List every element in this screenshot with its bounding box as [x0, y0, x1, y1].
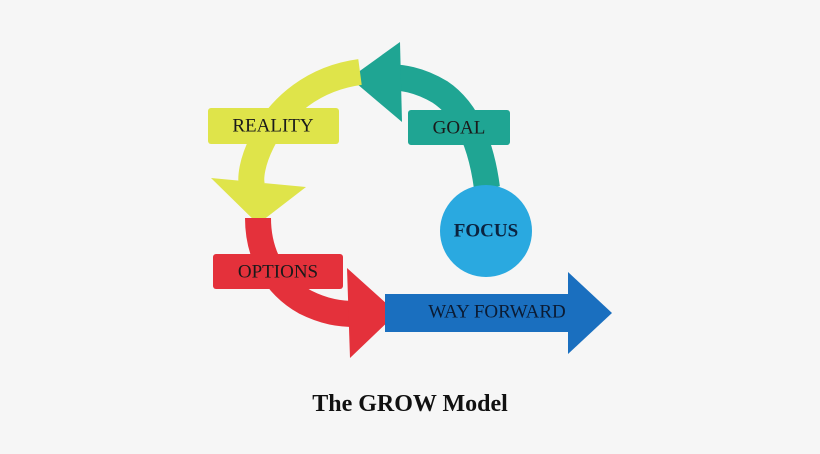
focus-circle [440, 185, 532, 277]
reality-label-box [208, 108, 339, 144]
goal-arrow-arc [383, 64, 500, 190]
reality-label: REALITY [232, 116, 314, 137]
goal-label-box [408, 110, 510, 145]
options-arrow-arc [245, 217, 357, 327]
goal-label: GOAL [433, 118, 486, 139]
way-forward-arrow-shaft [385, 294, 570, 332]
goal-arrow-head [350, 42, 402, 122]
way-forward-label: WAY FORWARD [428, 302, 565, 323]
options-label-box [213, 254, 343, 289]
reality-arrow-head [211, 178, 306, 224]
options-label: OPTIONS [238, 262, 318, 283]
focus-label: FOCUS [454, 221, 518, 242]
way-forward-arrow-head [568, 272, 612, 354]
diagram-caption: The GROW Model [312, 391, 508, 417]
options-arrow-head [347, 268, 397, 358]
